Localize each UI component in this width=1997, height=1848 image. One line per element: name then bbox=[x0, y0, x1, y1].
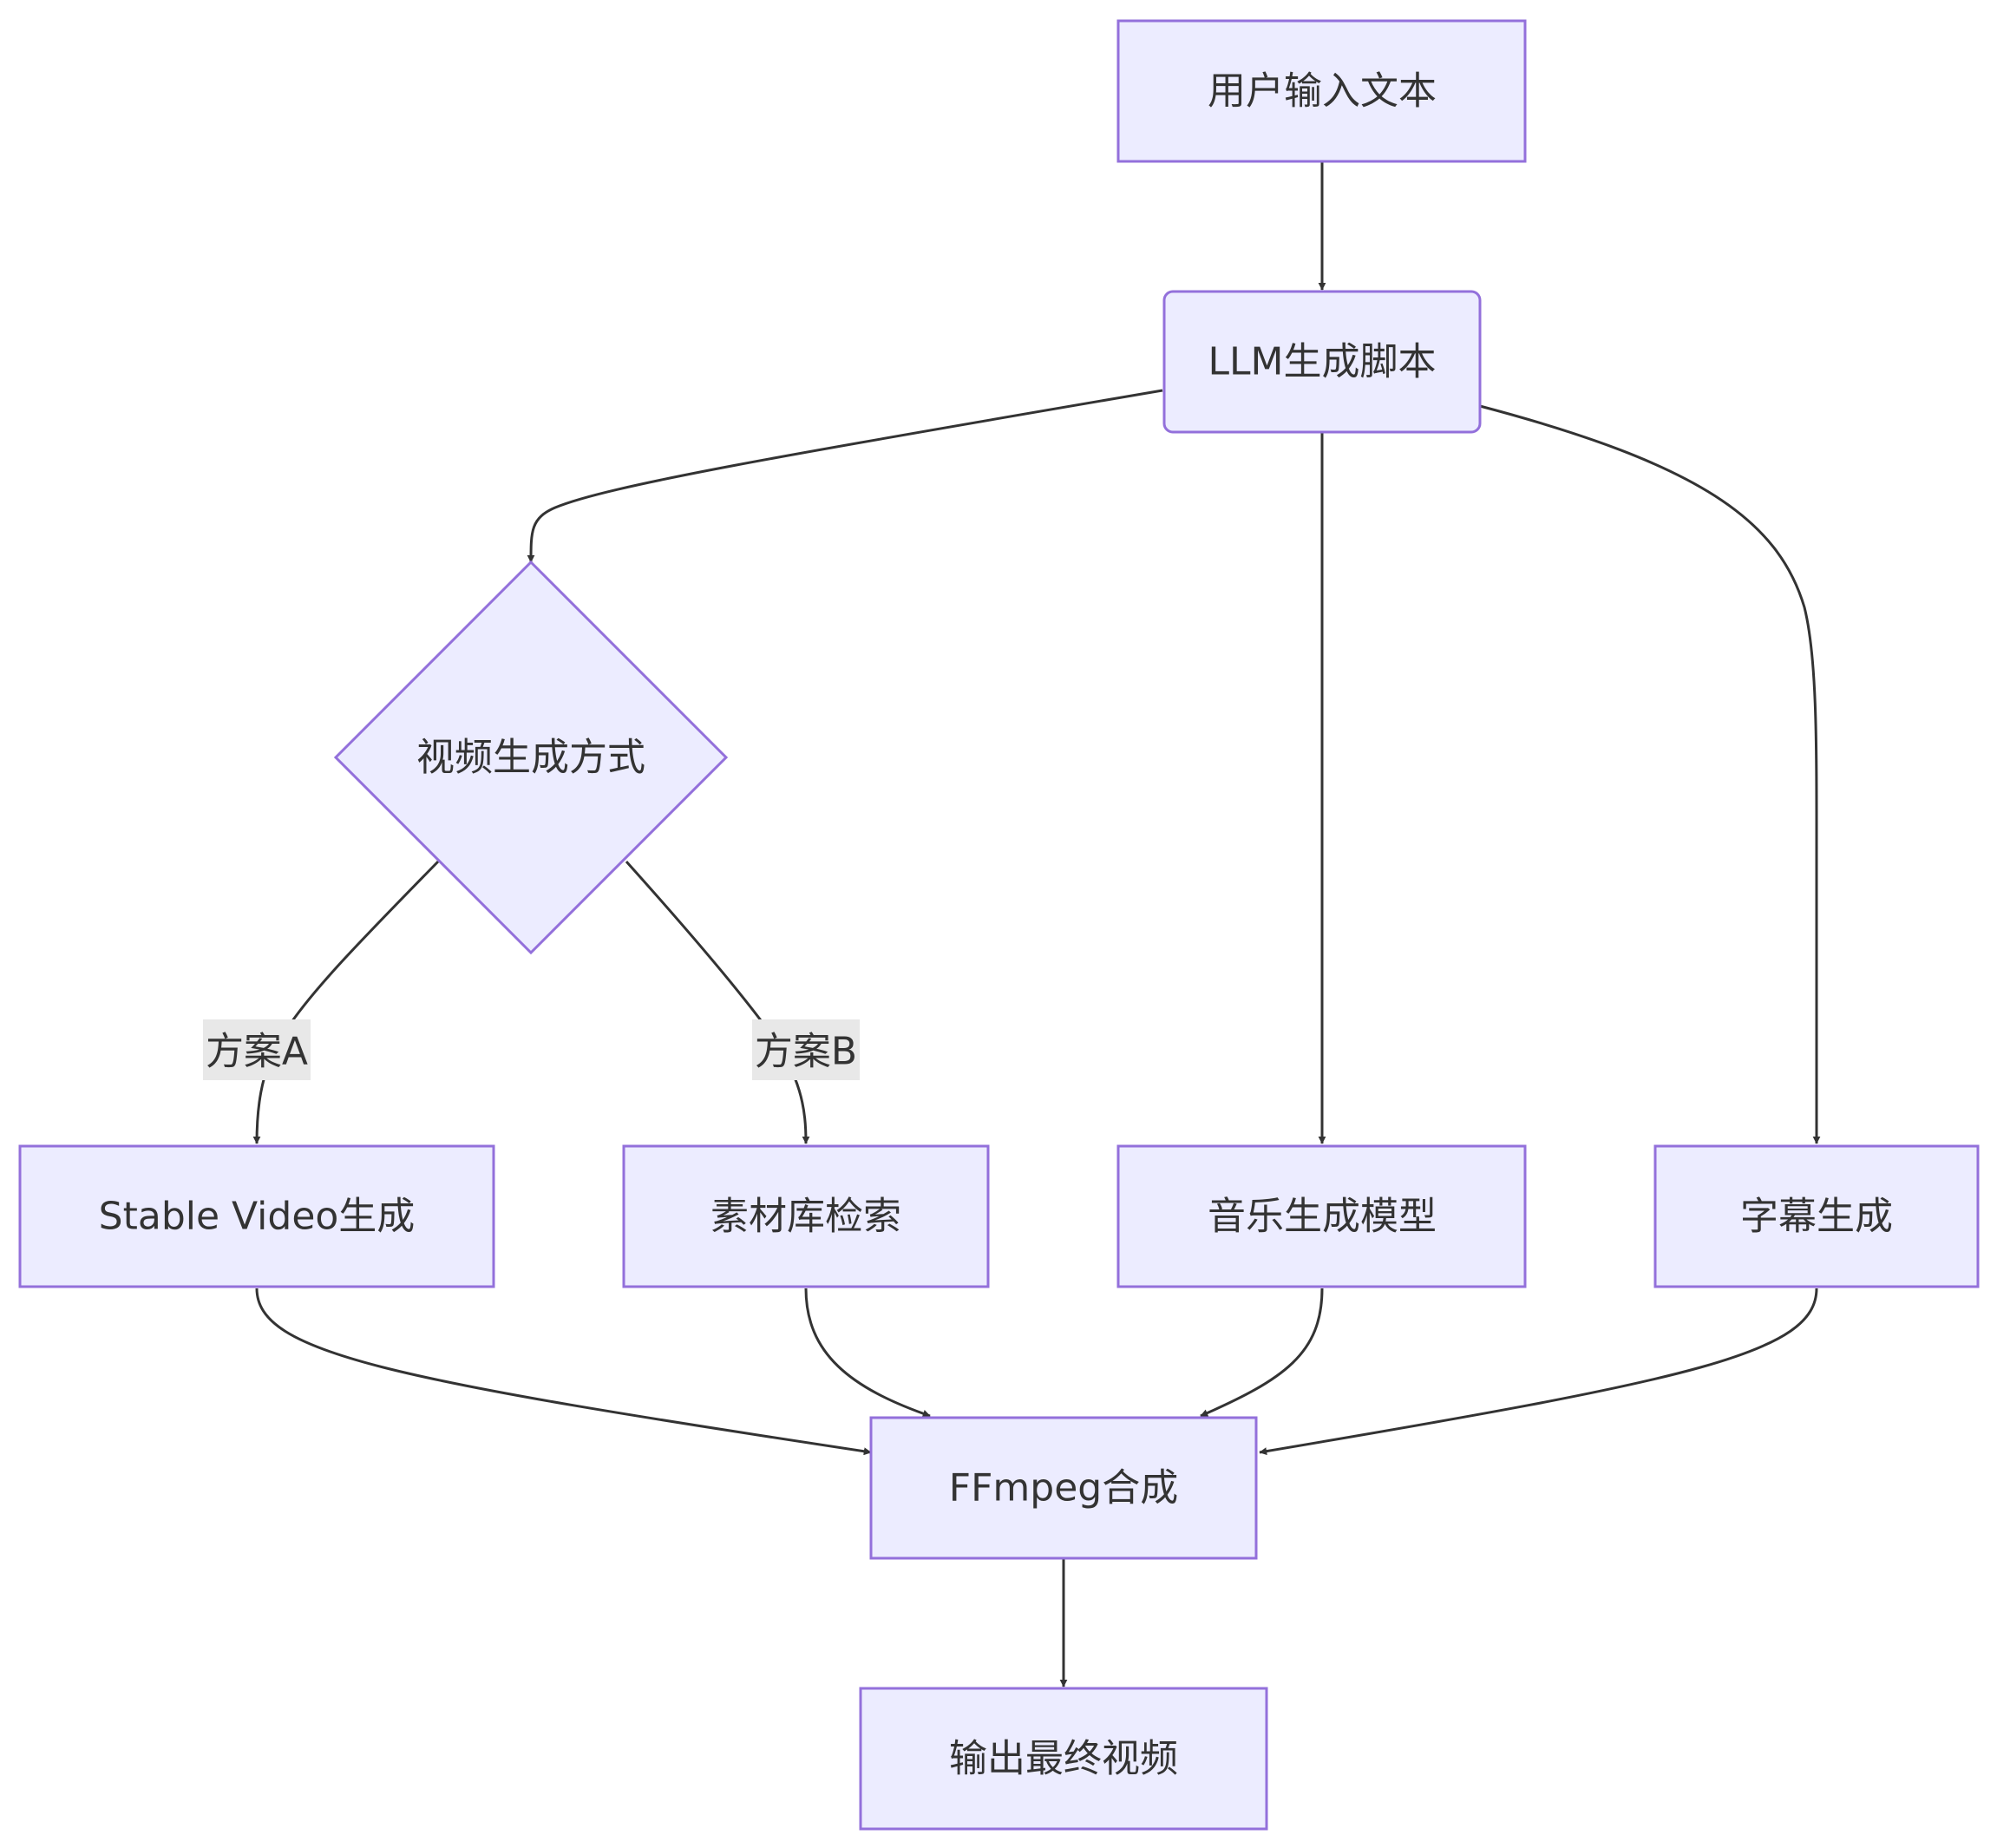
edge-subtitle-to-ffmpeg bbox=[1259, 1288, 1818, 1456]
edge-llm-to-subtitle bbox=[1479, 404, 1821, 1144]
node-asset-search-label: 素材库检索 bbox=[710, 1195, 901, 1239]
node-user-input: 用户输入文本 bbox=[1116, 19, 1527, 163]
node-stable-video-label: Stable Video生成 bbox=[99, 1195, 416, 1239]
edge-label-plan-a-text: 方案A bbox=[206, 1030, 308, 1074]
node-music-gen: 音乐生成模型 bbox=[1116, 1144, 1527, 1288]
node-subtitle-gen: 字幕生成 bbox=[1653, 1144, 1980, 1288]
node-output-label: 输出最终视频 bbox=[949, 1737, 1178, 1781]
node-decision-label: 视频生成方式 bbox=[416, 736, 645, 780]
edge-label-plan-b: 方案B bbox=[752, 1019, 860, 1080]
edge-music-to-ffmpeg bbox=[1200, 1288, 1324, 1418]
edge-llm-to-decision bbox=[527, 389, 1163, 563]
node-subtitle-gen-label: 字幕生成 bbox=[1740, 1195, 1893, 1239]
node-decision: 视频生成方式 bbox=[333, 560, 729, 955]
edge-decision-to-stable bbox=[252, 860, 440, 1144]
edge-stable-to-ffmpeg bbox=[255, 1288, 872, 1456]
node-stable-video: Stable Video生成 bbox=[18, 1144, 495, 1288]
node-music-gen-label: 音乐生成模型 bbox=[1208, 1195, 1437, 1239]
edge-label-plan-a: 方案A bbox=[203, 1019, 311, 1080]
node-user-input-label: 用户输入文本 bbox=[1208, 69, 1437, 114]
edge-label-plan-b-text: 方案B bbox=[755, 1030, 857, 1074]
node-llm-script-label: LLM生成脚本 bbox=[1208, 340, 1437, 384]
edge-decision-to-asset bbox=[625, 860, 810, 1144]
node-ffmpeg: FFmpeg合成 bbox=[869, 1416, 1258, 1560]
node-llm-script: LLM生成脚本 bbox=[1162, 290, 1482, 434]
node-output: 输出最终视频 bbox=[859, 1687, 1268, 1831]
edge-asset-to-ffmpeg bbox=[804, 1288, 931, 1418]
node-asset-search: 素材库检索 bbox=[622, 1144, 990, 1288]
node-ffmpeg-label: FFmpeg合成 bbox=[949, 1466, 1178, 1511]
